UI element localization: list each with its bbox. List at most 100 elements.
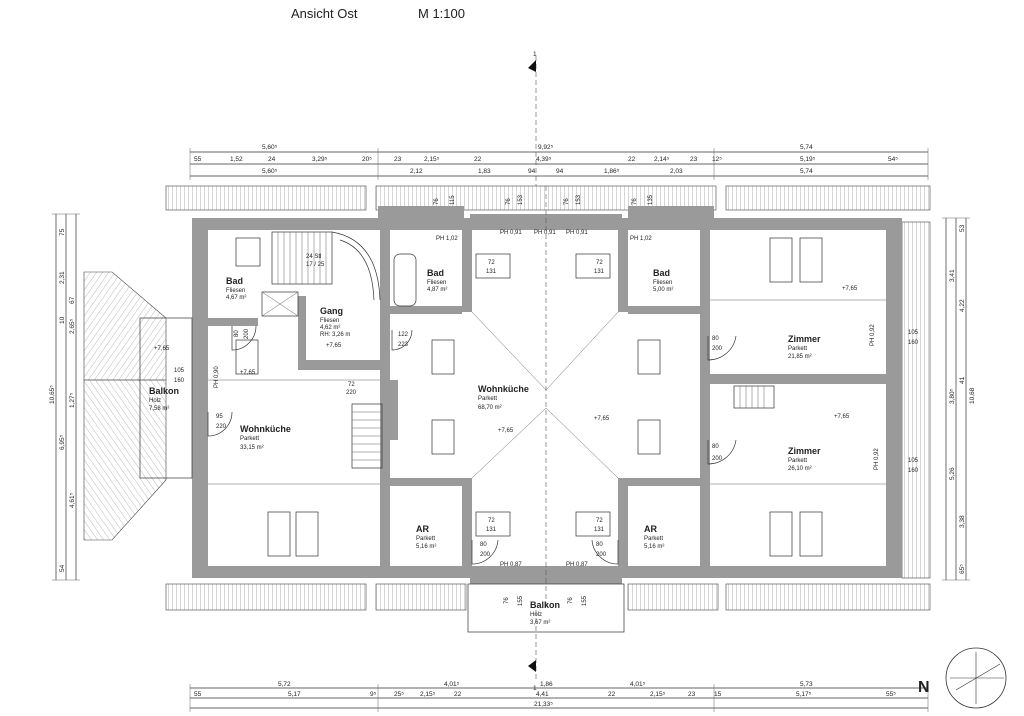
door-height: 220 <box>216 424 227 430</box>
dim-left: 1,27⁵ <box>69 392 76 408</box>
dim-top-3: 1,86⁵ <box>604 168 620 175</box>
dim-top-small: 76 <box>434 198 440 205</box>
door-height: 223 <box>398 342 409 348</box>
level-mark: +7,65 <box>594 416 610 422</box>
dim-right: 5,26 <box>949 467 956 480</box>
dimensions-left: 75 2,31 67 10 2,65⁵ 1,27⁵ 6,95⁵ 4,61⁵ 54… <box>49 213 80 581</box>
door-width: 122 <box>398 332 409 338</box>
dim-top-2: 1,52 <box>230 156 243 163</box>
room-wohnkueche-mid-name: Wohnküche <box>478 384 529 394</box>
dim-bottom-1: 5,73 <box>800 681 813 688</box>
walls <box>192 206 902 584</box>
dim-right: 3,38 <box>959 515 966 528</box>
dim-left: 10 <box>59 316 66 324</box>
dim-bottom-2: 2,15⁵ <box>420 691 436 698</box>
room-balkon-bottom-name: Balkon <box>530 600 560 610</box>
dim-top-small: 135 <box>648 194 654 205</box>
dim-right: 53 <box>959 224 966 232</box>
window-labels: PH 1,02 PH 0,91 PH 0,91 PH 0,91 PH 1,02 … <box>214 230 880 568</box>
skylight-height: 131 <box>486 527 497 533</box>
dim-bottom-small: 76 <box>504 597 510 604</box>
dim-top-2: 20⁵ <box>362 156 372 163</box>
door-width: 105 <box>174 368 185 374</box>
level-mark: +7,65 <box>834 414 850 420</box>
door-height: 200 <box>480 552 491 558</box>
dim-right: 41 <box>959 376 966 384</box>
roof-left-upper <box>83 271 167 381</box>
dim-bottom-2: 22 <box>454 691 462 698</box>
room-balkon-left-name: Balkon <box>149 386 179 396</box>
room-balkon-bottom-area: 3,67 m² <box>530 620 550 626</box>
dim-top-2: 4,39⁵ <box>536 156 552 163</box>
door-height: 160 <box>908 468 919 474</box>
window-label: PH 0,87 <box>566 562 588 568</box>
dim-bottom-2: 4,41 <box>536 691 549 698</box>
door-width: 80 <box>712 444 719 450</box>
dim-top-2: 22 <box>628 156 636 163</box>
door-height: 200 <box>596 552 607 558</box>
dim-right: 3,80⁵ <box>949 388 956 404</box>
room-gang-name: Gang <box>320 306 343 316</box>
dim-right: 3,41 <box>949 269 956 282</box>
door-labels: 80 200 80 200 80 200 80 200 80 200 95 22… <box>174 328 919 558</box>
dim-bottom-small: 155 <box>518 595 524 606</box>
roof-right-strip <box>901 221 931 579</box>
dim-bottom-2: 55 <box>194 691 202 698</box>
dim-top-2: 23 <box>394 156 402 163</box>
door-height: 160 <box>908 340 919 346</box>
dim-left: 2,31 <box>59 271 66 284</box>
window-label: PH 1,02 <box>436 236 458 242</box>
room-ar-right-floor: Parkett <box>644 536 663 542</box>
dim-top-2: 12⁵ <box>712 156 722 163</box>
fixtures <box>235 237 823 557</box>
dim-top-2: 2,15⁵ <box>424 156 440 163</box>
window-label: PH 0,92 <box>874 448 880 470</box>
door-width: 80 <box>234 330 240 337</box>
compass-icon: N <box>918 647 1007 709</box>
dim-bottom-1: 1,86 <box>540 681 553 688</box>
roof-left-lower <box>83 379 167 541</box>
level-mark: +7,65 <box>498 428 514 434</box>
dim-bottom-2: 5,17 <box>288 691 301 698</box>
door-height: 200 <box>712 456 723 462</box>
door-swings <box>207 325 737 565</box>
dim-left: 75 <box>59 228 66 236</box>
room-gang-floor: Fliesen <box>320 318 339 324</box>
window-label: PH 0,87 <box>500 562 522 568</box>
dim-left: 67 <box>69 296 76 304</box>
room-ar-left-area: 5,16 m² <box>416 544 436 550</box>
skylight-width: 72 <box>488 260 495 266</box>
room-balkon-left-area: 7,58 m² <box>149 406 169 412</box>
dim-top-3: 5,60⁵ <box>262 168 278 175</box>
room-bad-left-area: 4,67 m² <box>226 295 246 301</box>
dim-bottom-2: 9⁵ <box>370 691 377 698</box>
dim-top-3: 2,12 <box>410 168 423 175</box>
dim-bottom-2: 2,15⁵ <box>650 691 666 698</box>
door-width: 105 <box>908 330 919 336</box>
room-balkon-bottom-floor: Holz <box>530 612 542 618</box>
dim-right: 4,22 <box>959 299 966 312</box>
balkon-bottom-outline <box>467 583 625 633</box>
dim-right: 10,68 <box>969 387 976 404</box>
room-wohnkueche-left-area: 33,15 m² <box>240 445 264 451</box>
skylight-height: 131 <box>594 269 605 275</box>
room-zimmer-bottom-name: Zimmer <box>788 446 821 456</box>
dim-top-3: 2,03 <box>670 168 683 175</box>
dim-top-3: 94 <box>556 168 564 175</box>
section-label-top: 1 <box>533 51 537 58</box>
dim-top-small: 115 <box>450 195 456 205</box>
window-label: PH 0,91 <box>566 230 588 236</box>
dim-bottom-2: 15 <box>714 691 722 698</box>
skylight-width: 72 <box>596 518 603 524</box>
window-label: PH 0,90 <box>214 366 220 388</box>
section-label-bottom: 1 <box>533 685 537 692</box>
room-zimmer-top-name: Zimmer <box>788 334 821 344</box>
dim-right: 65⁵ <box>959 564 966 574</box>
room-wohnkueche-mid-area: 68,70 m² <box>478 405 502 411</box>
room-ar-left-name: AR <box>416 524 429 534</box>
door-width: 95 <box>216 414 223 420</box>
dim-bottom-2: 23 <box>688 691 696 698</box>
stairs: 24 Stl 17 / 25 <box>271 231 775 469</box>
window-label: PH 0,92 <box>870 324 876 346</box>
